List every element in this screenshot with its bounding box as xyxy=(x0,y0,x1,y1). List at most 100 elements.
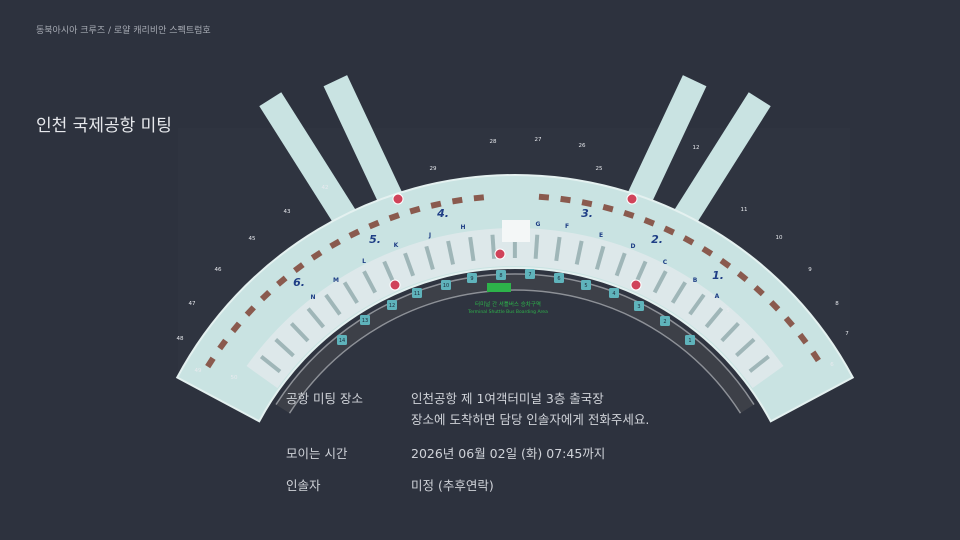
shuttle-boarding-area xyxy=(487,283,511,292)
bus-stop-number: 14 xyxy=(339,338,345,344)
terminal-checkin-area xyxy=(246,228,784,389)
bus-stop-number: 9 xyxy=(470,276,473,282)
gate-number: 12 xyxy=(693,145,700,151)
gate-number: 26 xyxy=(579,143,586,149)
meeting-place-label: 공항 미팅 장소 xyxy=(286,391,363,406)
pier xyxy=(259,92,362,234)
meeting-time-label: 모이는 시간 xyxy=(286,446,348,461)
bus-stop-marker xyxy=(660,316,670,326)
info-desk-icon xyxy=(630,279,642,291)
bus-stop-number: 6 xyxy=(557,276,560,282)
bus-stop-marker xyxy=(387,300,397,310)
bus-stop-number: 13 xyxy=(362,318,368,324)
shop-block xyxy=(682,235,695,246)
bus-stop-marker xyxy=(360,315,370,325)
gate-number: 5 xyxy=(726,308,730,314)
checkin-counter-row xyxy=(688,293,706,316)
shop-block xyxy=(205,356,216,369)
checkin-counter-row xyxy=(259,355,282,374)
checkin-counter-row xyxy=(594,245,606,270)
checkin-counter-row xyxy=(274,338,295,358)
shop-block xyxy=(409,205,421,215)
info-desk-icon xyxy=(392,193,404,205)
gate-number: 48 xyxy=(177,336,184,342)
gate-number: 7 xyxy=(845,331,849,337)
gate-number: 25 xyxy=(596,166,603,172)
shop-block xyxy=(451,196,463,205)
shop-block xyxy=(701,246,714,257)
shop-block xyxy=(310,249,323,261)
shop-block xyxy=(753,285,765,297)
bus-stop-number: 11 xyxy=(414,291,420,297)
info-desk-icon xyxy=(389,279,401,291)
checkin-counter-label: F xyxy=(565,223,569,230)
gate-number: 27 xyxy=(535,137,542,143)
zone-number: 5. xyxy=(369,233,381,246)
checkin-counter-label: K xyxy=(394,242,399,249)
bus-stop-number: 7 xyxy=(528,272,531,278)
shop-block xyxy=(348,228,361,239)
checkin-counter-row xyxy=(403,252,416,277)
shop-block xyxy=(368,219,380,230)
bus-stop-marker xyxy=(581,280,591,290)
checkin-counter-row xyxy=(574,240,584,265)
shop-block xyxy=(388,212,400,222)
bus-stop-marker xyxy=(609,288,619,298)
gate-number: 47 xyxy=(189,301,196,307)
checkin-counter-label: D xyxy=(631,243,636,250)
checkin-counter-row xyxy=(704,307,724,329)
gate-number: 43 xyxy=(284,209,291,215)
zone-number: 6. xyxy=(293,276,305,289)
checkin-counter-label: A xyxy=(715,293,720,300)
gate-number: 28 xyxy=(490,139,497,145)
checkin-counter-row xyxy=(382,260,396,285)
checkin-counter-row xyxy=(324,293,342,316)
checkin-counter-label: C xyxy=(663,259,668,266)
checkin-counter-label: M xyxy=(333,277,339,284)
shop-block xyxy=(230,321,242,334)
bus-stop-number: 8 xyxy=(499,273,502,279)
checkin-counter-row xyxy=(652,270,668,294)
shop-block xyxy=(783,316,795,328)
shop-block xyxy=(581,199,593,208)
checkin-counter-row xyxy=(720,321,740,343)
checkin-counter-label: G xyxy=(536,221,541,228)
zone-number: 1. xyxy=(712,269,724,282)
page-title: 인천 국제공항 미팅 xyxy=(36,116,172,136)
checkin-counter-row xyxy=(614,252,627,277)
breadcrumb: 동북아시아 크루즈 / 로얄 캐리비안 스펙트럼호 xyxy=(36,26,211,36)
zone-number: 2. xyxy=(651,233,663,246)
bus-stop-marker xyxy=(496,270,506,280)
checkin-counter-row xyxy=(468,236,476,262)
checkin-counter-label: J xyxy=(428,232,431,239)
zone-number: 3. xyxy=(581,207,593,220)
checkin-counter-row xyxy=(735,337,756,358)
shop-block xyxy=(769,300,781,312)
shuttle-label-en: Terminal Shuttle Bus Boarding Area xyxy=(467,309,548,315)
checkin-counter-row xyxy=(342,281,359,304)
shop-block xyxy=(473,194,485,202)
bus-stop-marker xyxy=(685,335,695,345)
bus-stop-marker xyxy=(467,273,477,283)
guide-label: 인솔자 xyxy=(286,478,321,493)
shuttle-label-ko: 터미널 간 셔틀버스 승차구역 xyxy=(475,300,541,308)
shop-block xyxy=(329,238,341,249)
checkin-counter-row xyxy=(554,236,562,262)
checkin-counter-row xyxy=(634,260,648,285)
gate-number: 10 xyxy=(776,235,783,241)
checkin-counter-label: H xyxy=(460,224,465,231)
checkin-counter-row xyxy=(533,234,540,259)
gate-number: 42 xyxy=(322,185,329,191)
zone-number: 4. xyxy=(436,207,449,220)
bus-stop-number: 10 xyxy=(443,283,449,289)
shop-block xyxy=(244,305,256,317)
bus-stop-number: 4 xyxy=(612,291,615,297)
checkin-counter-row xyxy=(424,245,435,270)
shop-block xyxy=(719,258,732,269)
shop-block xyxy=(430,200,442,209)
checkin-counter-row xyxy=(306,307,326,329)
checkin-counter-row xyxy=(748,354,770,373)
gate-number: 49 xyxy=(195,368,202,374)
shop-block xyxy=(797,332,809,345)
